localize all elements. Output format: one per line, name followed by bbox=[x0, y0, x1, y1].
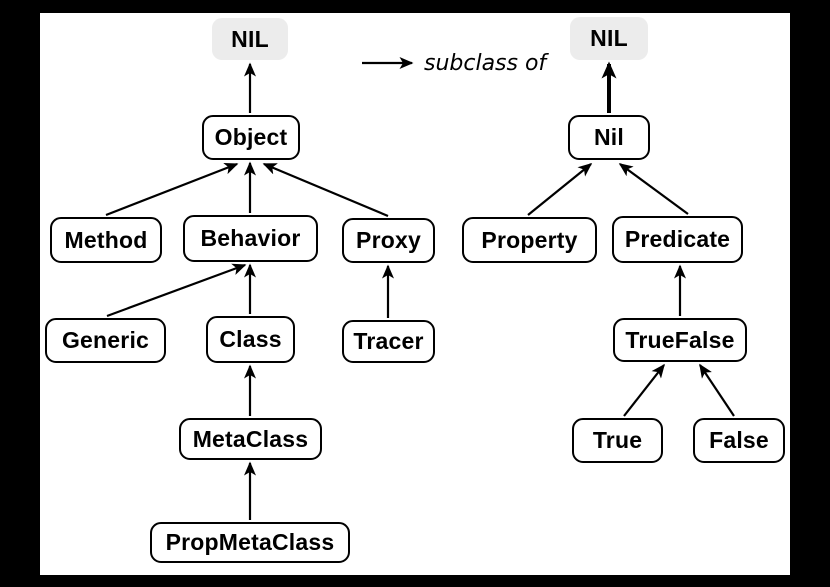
node-proxy: Proxy bbox=[342, 218, 435, 263]
node-nil: Nil bbox=[568, 115, 650, 160]
node-method: Method bbox=[50, 217, 162, 263]
node-predicate: Predicate bbox=[612, 216, 743, 263]
legend: subclass of bbox=[360, 48, 546, 78]
node-nil-left: NIL bbox=[212, 18, 288, 60]
node-false: False bbox=[693, 418, 785, 463]
diagram-background bbox=[40, 13, 790, 575]
node-property: Property bbox=[462, 217, 597, 263]
node-nil-right: NIL bbox=[570, 17, 648, 60]
node-tracer: Tracer bbox=[342, 320, 435, 363]
node-behavior: Behavior bbox=[183, 215, 318, 262]
subclass-arrow-icon bbox=[362, 57, 414, 69]
node-object: Object bbox=[202, 115, 300, 160]
node-metaclass: MetaClass bbox=[179, 418, 322, 460]
legend-label: subclass of bbox=[424, 50, 547, 76]
node-true: True bbox=[572, 418, 663, 463]
node-truefalse: TrueFalse bbox=[613, 318, 747, 362]
node-propmetaclass: PropMetaClass bbox=[150, 522, 350, 563]
node-generic: Generic bbox=[45, 318, 166, 363]
node-class: Class bbox=[206, 316, 295, 363]
